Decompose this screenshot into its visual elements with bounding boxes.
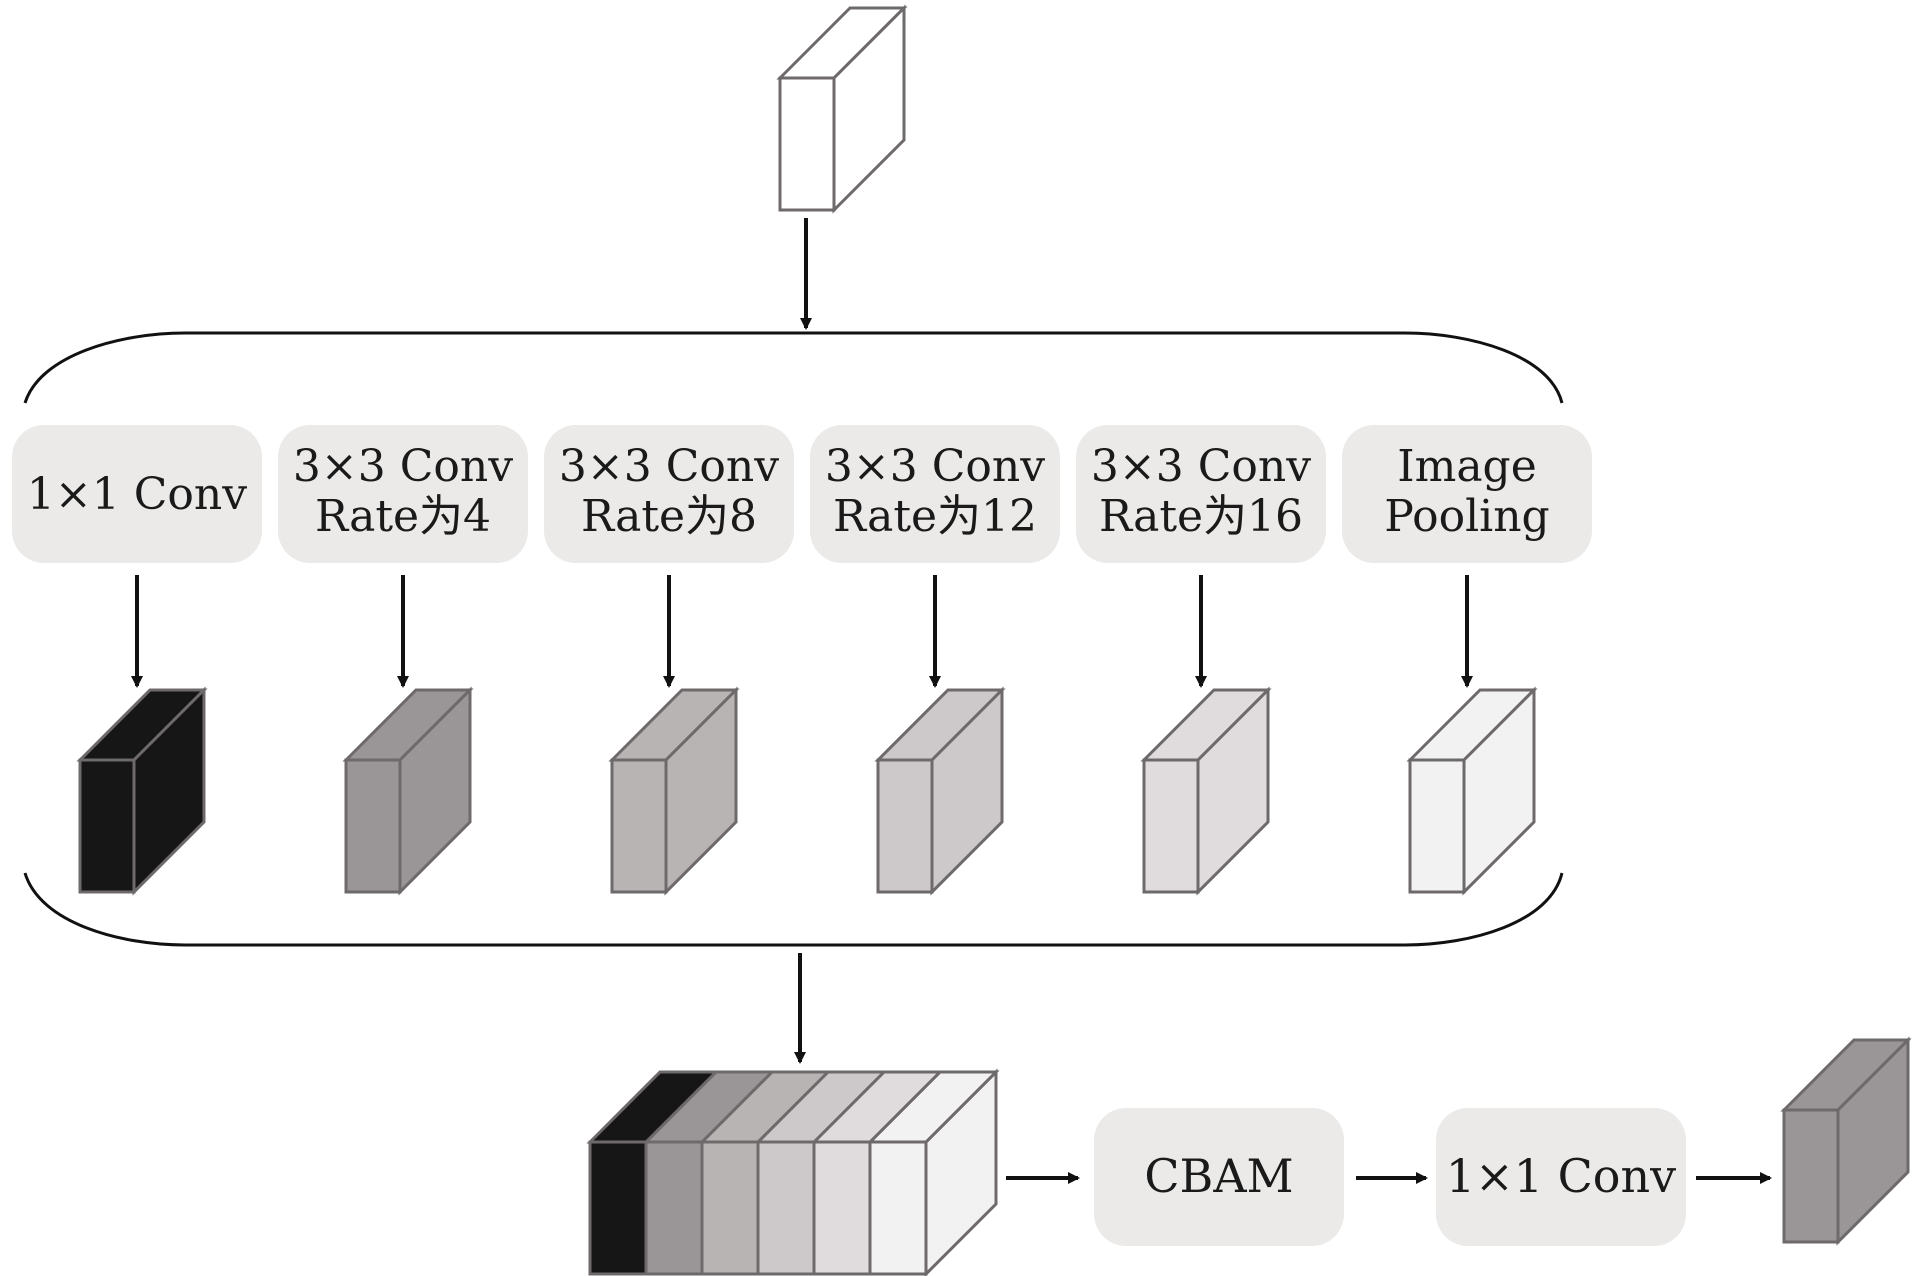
bottom-brace <box>23 872 1564 947</box>
branch-label-line: Rate为8 <box>581 491 757 542</box>
branch-box <box>810 425 1060 563</box>
branch-box <box>1076 425 1326 563</box>
concat-slice <box>754 1070 888 1276</box>
branch-label-line: 3×3 Conv <box>1091 441 1311 492</box>
input-feature-map <box>776 4 908 214</box>
branch-label-line: Pooling <box>1384 491 1549 542</box>
branch-box <box>1342 425 1592 563</box>
branch-box <box>278 425 528 563</box>
branch-feature-map <box>76 686 208 896</box>
branch-label-line: 3×3 Conv <box>293 441 513 492</box>
branch-label-line: 3×3 Conv <box>559 441 779 492</box>
branch-feature-map <box>1140 686 1272 896</box>
branch-label-line: 3×3 Conv <box>825 441 1045 492</box>
branch-feature-map <box>1406 686 1538 896</box>
branch-feature-map <box>608 686 740 896</box>
branch-conv1x1: 1×1 Conv <box>12 425 262 896</box>
branch-label-line: Image <box>1397 441 1537 492</box>
cbam-block: CBAM <box>1094 1108 1344 1246</box>
concat-feature-stack <box>586 1068 1000 1276</box>
branch-label-line: Rate为4 <box>315 491 491 542</box>
branch-label-line: Rate为16 <box>1099 491 1303 542</box>
final-conv-label: 1×1 Conv <box>1446 1149 1676 1203</box>
branch-label-line: 1×1 Conv <box>27 469 247 520</box>
branch-label-line: Rate为12 <box>833 491 1037 542</box>
branch-feature-map <box>342 686 474 896</box>
final-conv-block: 1×1 Conv <box>1436 1108 1686 1246</box>
branch-box <box>12 425 262 563</box>
output-feature-map <box>1780 1036 1912 1246</box>
concat-slice <box>866 1068 1000 1276</box>
top-brace <box>23 331 1564 404</box>
concat-slice <box>810 1070 944 1276</box>
branch-feature-map <box>874 686 1006 896</box>
cbam-label: CBAM <box>1144 1149 1293 1203</box>
branch-box <box>544 425 794 563</box>
concat-slice <box>586 1070 720 1276</box>
